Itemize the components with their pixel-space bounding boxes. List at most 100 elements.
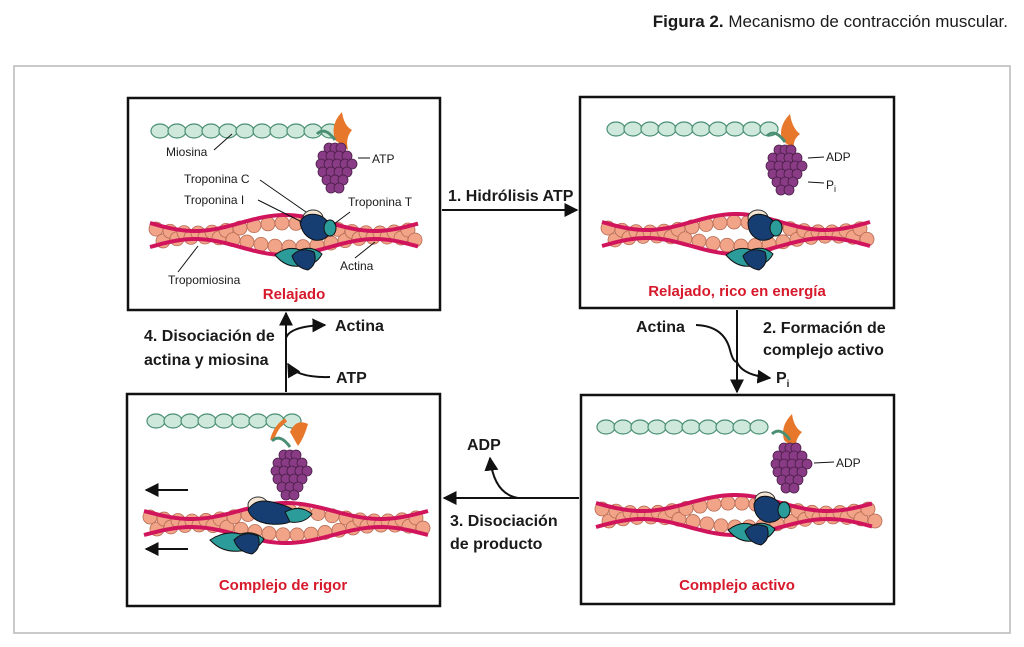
energy-flame — [333, 112, 352, 150]
myosin-bead — [630, 419, 650, 435]
myosin-bead — [732, 419, 752, 435]
myosin-bead — [214, 413, 234, 429]
figure-frame — [13, 65, 1011, 634]
label-adp: ADP — [826, 150, 851, 164]
troponin-complex — [753, 491, 791, 523]
myosin-head-bead — [288, 489, 300, 501]
state-relaxed: Relajado — [263, 286, 326, 303]
label-atp: ATP — [372, 152, 394, 166]
step-3-adp: ADP — [467, 437, 501, 454]
myosin-head-bead — [801, 458, 813, 470]
label-tropomyosin: Tropomiosina — [168, 273, 241, 287]
actin-bead — [705, 236, 721, 251]
panel-active-complex: ADP Complejo activo — [579, 393, 896, 606]
myosin-head — [315, 129, 358, 194]
actin-bead — [734, 495, 750, 511]
myosin-head-bead — [796, 160, 808, 172]
step-1-label: 1. Hidrólisis ATP — [448, 188, 574, 205]
myosin-bead — [286, 123, 306, 139]
figure-caption: Figura 2. Mecanismo de contracción muscu… — [653, 12, 1008, 32]
tropomyosin-strand — [143, 525, 429, 545]
actin-bead — [719, 237, 735, 253]
energy-flame — [783, 414, 802, 452]
myosin-head-bead — [346, 158, 358, 170]
myosin-head-bead — [333, 182, 345, 194]
label-troponin-i: Troponina I — [184, 193, 244, 207]
myosin-bead — [606, 121, 626, 137]
figure-title: Mecanismo de contracción muscular. — [723, 12, 1008, 31]
troponin-lower — [727, 522, 776, 546]
tropomyosin-strand — [595, 493, 873, 513]
step-2-pi: Pi — [776, 370, 790, 390]
step-3-line-1: 3. Disociación — [450, 513, 558, 530]
myosin-bead — [749, 419, 769, 435]
state-relaxed-energized: Relajado, rico en energía — [648, 283, 826, 300]
label-pi: Pi — [826, 178, 836, 194]
step-4-actin: Actina — [335, 318, 384, 335]
step-4-actin-myosin-dissociation: Actina ATP 4. Disociación de actina y mi… — [144, 311, 384, 392]
myosin-filament — [150, 123, 340, 139]
actin-filament — [148, 213, 423, 257]
myosin-bead — [184, 123, 204, 139]
myosin-bead — [596, 419, 616, 435]
troponin-complex — [299, 209, 337, 241]
myosin-head — [270, 436, 313, 501]
myosin-bead — [150, 123, 170, 139]
actin-bead — [274, 215, 290, 231]
step-3-line-2: de producto — [450, 536, 543, 553]
myosin-bead — [691, 121, 711, 137]
myosin-head — [765, 131, 808, 196]
panel-rigor-complex: Complejo de rigor — [125, 392, 442, 608]
actin-out-arrow — [285, 318, 327, 339]
state-active-complex: Complejo activo — [679, 577, 795, 594]
actin-bead — [289, 527, 305, 543]
label-troponin-t: Troponina T — [348, 195, 413, 209]
myosin-bead — [698, 419, 718, 435]
actin-bead — [720, 495, 736, 511]
myosin-bead — [269, 123, 289, 139]
troponin-complex — [247, 496, 313, 525]
tropomyosin-strand — [601, 212, 871, 232]
actin-bead — [713, 518, 729, 534]
actin-bead — [261, 526, 277, 541]
myosin-bead — [146, 413, 166, 429]
myosin-head — [770, 429, 813, 494]
actin-bead — [267, 238, 283, 254]
myosin-bead — [180, 413, 200, 429]
step-2-line-1: 2. Formación de — [763, 320, 886, 337]
myosin-bead — [623, 121, 643, 137]
actin-bead — [726, 214, 742, 230]
myosin-bead — [167, 123, 187, 139]
myosin-bead — [235, 123, 255, 139]
adp-out-arrow — [484, 456, 519, 499]
label-actin: Actina — [340, 259, 374, 273]
panel-rigor-frame — [125, 392, 442, 608]
tropomyosin-strand — [143, 501, 429, 521]
step-2-line-2: complejo activo — [763, 342, 884, 359]
actin-filament — [594, 493, 883, 537]
troponin-lower — [725, 247, 774, 271]
myosin-bead — [647, 419, 667, 435]
label-myosin: Miosina — [166, 145, 208, 159]
myosin-bead — [681, 419, 701, 435]
myosin-bead — [640, 121, 660, 137]
myosin-bead — [197, 413, 217, 429]
energy-flame — [290, 422, 308, 446]
step-3-product-dissociation: ADP 3. Disociación de producto — [442, 437, 579, 553]
myosin-head-bead — [783, 184, 795, 196]
myosin-bead — [201, 123, 221, 139]
myosin-bead — [163, 413, 183, 429]
myosin-bead — [715, 419, 735, 435]
myosin-bead — [248, 413, 268, 429]
actin-bead — [275, 527, 291, 543]
myosin-filament — [146, 413, 302, 429]
step-4-atp: ATP — [336, 370, 367, 387]
step-2-actin: Actina — [636, 319, 685, 336]
step-4-line-2: actina y miosina — [144, 352, 269, 369]
label-troponin-c: Troponina C — [184, 172, 250, 186]
myosin-bead — [657, 121, 677, 137]
troponin-lower — [274, 247, 323, 271]
pi-out-arrow — [736, 361, 772, 384]
state-rigor-complex: Complejo de rigor — [219, 577, 348, 594]
